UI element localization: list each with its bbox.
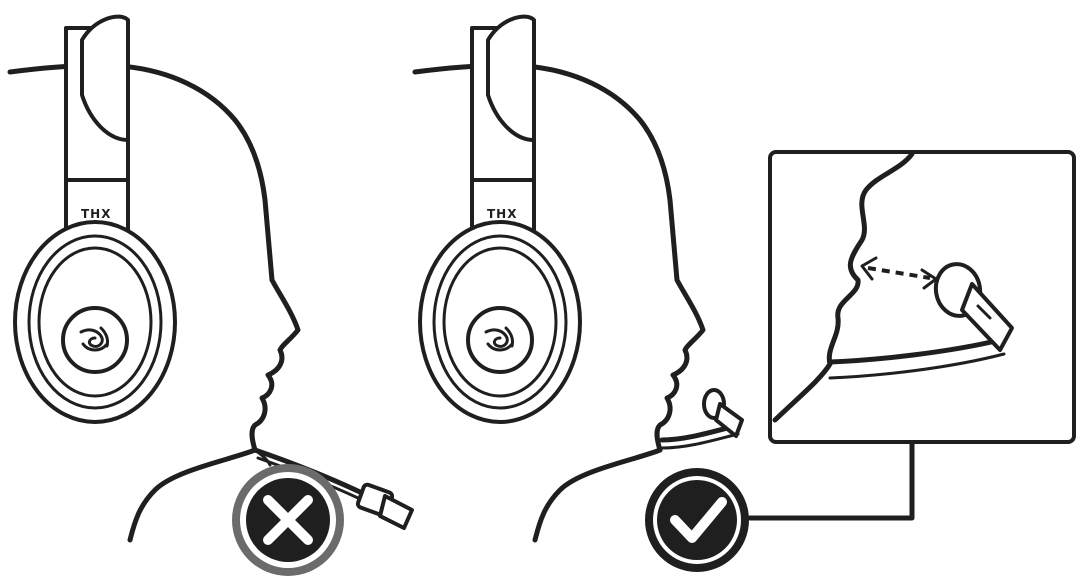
callout-frame bbox=[770, 152, 1074, 442]
thx-mark-left: THX bbox=[81, 207, 111, 221]
mic-head-left bbox=[357, 484, 412, 528]
callout-connector bbox=[750, 442, 912, 518]
incorrect-badge bbox=[232, 464, 344, 576]
earcup-plate-right bbox=[468, 308, 532, 372]
incorrect-panel: THX SPATIAL AUDIO bbox=[10, 17, 412, 576]
correct-badge bbox=[645, 468, 749, 572]
earcup-plate-left bbox=[63, 308, 127, 372]
thx-mark-right: THX bbox=[487, 207, 517, 221]
zoom-callout bbox=[770, 152, 1074, 442]
